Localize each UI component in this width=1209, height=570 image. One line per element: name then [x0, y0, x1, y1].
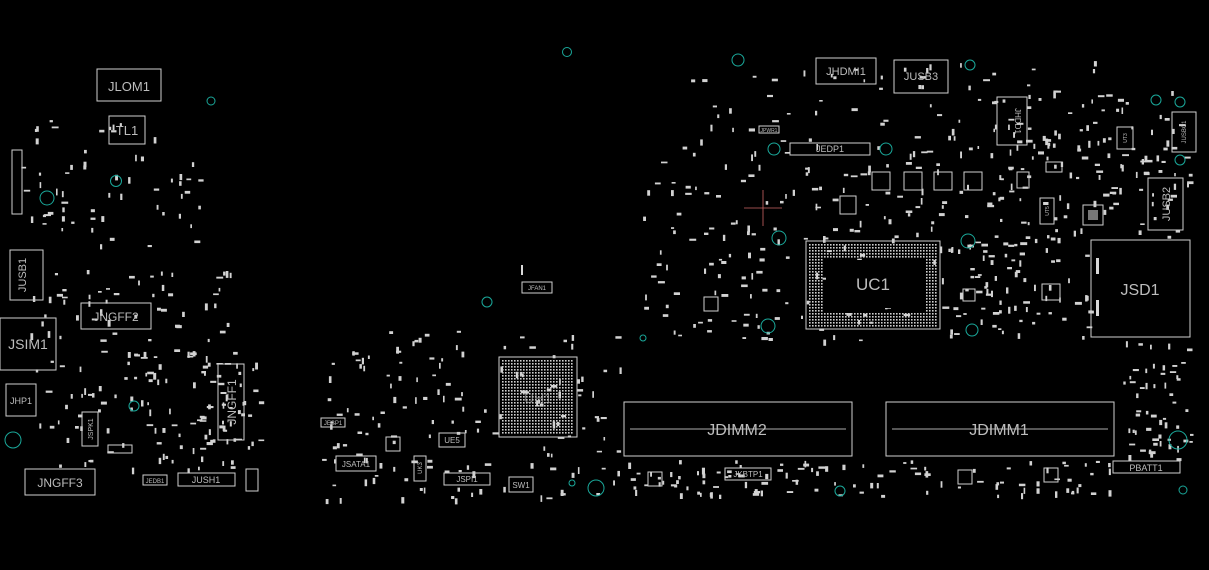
- connector-jdimm1: JDIMM1: [885, 401, 1115, 457]
- chip-ut5: UT5: [1039, 197, 1055, 225]
- label-jedp1: JEDP1: [816, 144, 844, 154]
- label-jhp1: JHP1: [10, 396, 32, 406]
- label-jhdmi1: JHDMI1: [826, 66, 866, 78]
- connector-jedb1: JEDB1: [142, 474, 168, 486]
- connector-jngff1: JNGFF1: [217, 363, 245, 441]
- connector-jsata1: JSATA1: [335, 455, 377, 472]
- connector-jsim1: JSIM1: [0, 317, 57, 371]
- label-ue5: UE5: [444, 436, 460, 445]
- connector-jesp1: JESP1: [320, 417, 346, 428]
- connector-jngff3: JNGFF3: [24, 468, 96, 496]
- label-jpwr1: JPWR1: [761, 128, 778, 134]
- label-jdimm1: JDIMM1: [969, 422, 1029, 439]
- chip-ut3: UT3: [1116, 126, 1134, 150]
- label-jusb1: JUSB1: [17, 258, 29, 292]
- uc1-ball-grid: [809, 244, 937, 327]
- label-jusb2: JUSB2: [1161, 187, 1173, 221]
- smd-components: [21, 61, 1194, 505]
- connector-jkbtp1: JKBTP1: [724, 467, 772, 481]
- connector-jdimm2: JDIMM2: [623, 401, 853, 457]
- label-jsd1: JSD1: [1120, 282, 1159, 299]
- label-jfan1: JFAN1: [528, 286, 547, 292]
- label-uc1: UC1: [856, 275, 890, 294]
- label-uk3: UK3: [418, 462, 424, 474]
- via-markers: [4, 47, 1188, 497]
- chip-uh1: UH1: [498, 356, 578, 438]
- label-jngff1: JNGFF1: [225, 379, 239, 425]
- label-jngff2: JNGFF2: [93, 310, 139, 324]
- chip-uk3: UK3: [413, 455, 427, 482]
- label-jlom1: JLOM1: [108, 79, 150, 94]
- label-jsim1: JSIM1: [8, 336, 48, 352]
- label-ut3: UT3: [1123, 133, 1129, 143]
- label-tl1: TL1: [116, 123, 138, 138]
- connector-jfan1: JFAN1: [521, 265, 553, 294]
- label-jspi1: JSPI1: [456, 475, 478, 484]
- connector-jhdd1: JHDD1: [996, 96, 1028, 146]
- label-ut5: UT5: [1045, 206, 1051, 216]
- chip-ue5: UE5: [438, 432, 466, 448]
- label-jkbtp1: JKBTP1: [733, 470, 763, 479]
- connector-jhdmi1: JHDMI1: [815, 57, 877, 85]
- label-jedb1: JEDB1: [146, 479, 165, 485]
- connector-jedp1: JEDP1: [789, 142, 871, 156]
- connector-jusb3: JUSB3: [893, 59, 949, 94]
- connector-jspk1: JSPK1: [81, 411, 99, 447]
- transformer-tl1: TL1: [108, 115, 146, 145]
- uh1-ball-grid: [502, 360, 573, 434]
- connector-jhp1: JHP1: [5, 383, 37, 417]
- chip-uc1: UC1: [805, 240, 941, 330]
- label-jngff3: JNGFF3: [37, 476, 83, 490]
- label-pbatt1: PBATT1: [1129, 463, 1162, 473]
- label-jusbc1: JUSBC1: [1182, 120, 1188, 144]
- connector-jusb2: JUSB2: [1147, 177, 1184, 231]
- connector-jusb1: JUSB1: [9, 249, 44, 301]
- connector-left-strip: [11, 149, 23, 215]
- connector-jlom1: JLOM1: [96, 68, 162, 102]
- crosshair-marker: [744, 190, 782, 226]
- label-jdimm2: JDIMM2: [707, 422, 767, 439]
- misc-outlines: [107, 161, 1063, 492]
- connector-jusbc1: JUSBC1: [1171, 111, 1197, 153]
- label-jusb3: JUSB3: [904, 71, 938, 83]
- label-jesp1: JESP1: [324, 421, 343, 427]
- label-jspk1: JSPK1: [88, 418, 95, 440]
- label-jsata1: JSATA1: [342, 460, 371, 469]
- switch-sw1: SW1: [508, 476, 534, 493]
- connector-jsd1: JSD1: [1090, 239, 1191, 338]
- connector-jpwr1: JPWR1: [758, 125, 780, 134]
- label-jhdd1: JHDD1: [1013, 108, 1022, 134]
- connector-pbatt1: PBATT1: [1112, 460, 1181, 474]
- connector-jspi1: JSPI1: [443, 472, 491, 486]
- connector-jngff2: JNGFF2: [80, 302, 152, 330]
- label-uh1: UH1: [524, 390, 552, 406]
- connector-jush1: JUSH1: [177, 472, 236, 487]
- chip-jtp1: [1082, 204, 1104, 226]
- label-jush1: JUSH1: [192, 475, 221, 485]
- label-sw1: SW1: [512, 481, 530, 490]
